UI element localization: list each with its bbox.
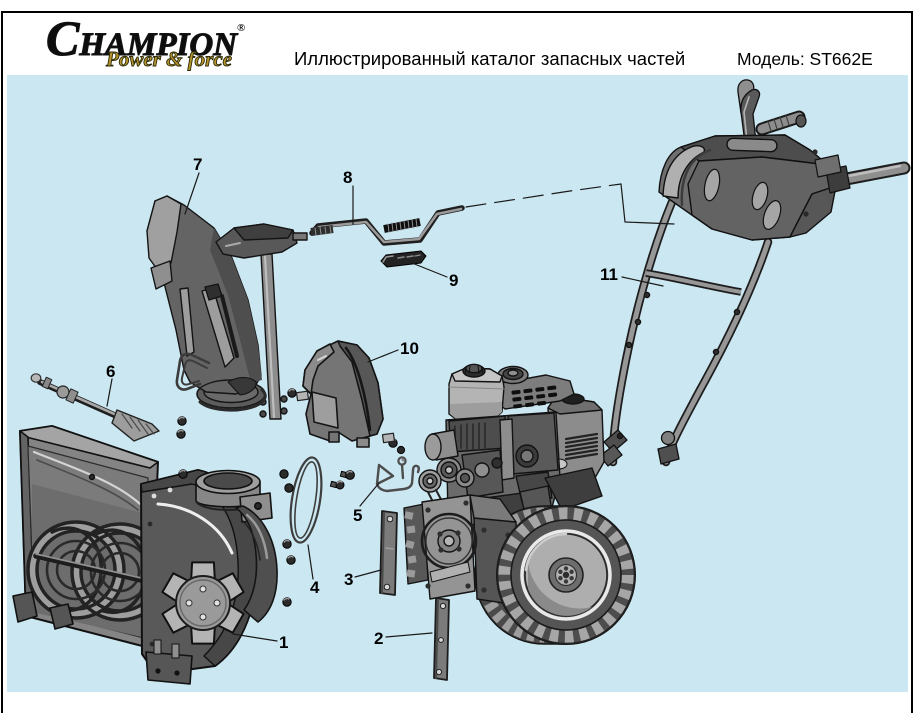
svg-text:7: 7 bbox=[193, 155, 202, 174]
svg-text:3: 3 bbox=[344, 570, 353, 589]
svg-text:11: 11 bbox=[600, 265, 618, 284]
svg-text:1: 1 bbox=[279, 633, 288, 652]
svg-text:4: 4 bbox=[310, 578, 320, 597]
svg-text:2: 2 bbox=[374, 629, 383, 648]
svg-text:10: 10 bbox=[400, 339, 419, 358]
svg-text:9: 9 bbox=[449, 271, 458, 290]
svg-text:5: 5 bbox=[353, 506, 362, 525]
svg-text:6: 6 bbox=[106, 362, 115, 381]
svg-text:8: 8 bbox=[343, 168, 352, 187]
